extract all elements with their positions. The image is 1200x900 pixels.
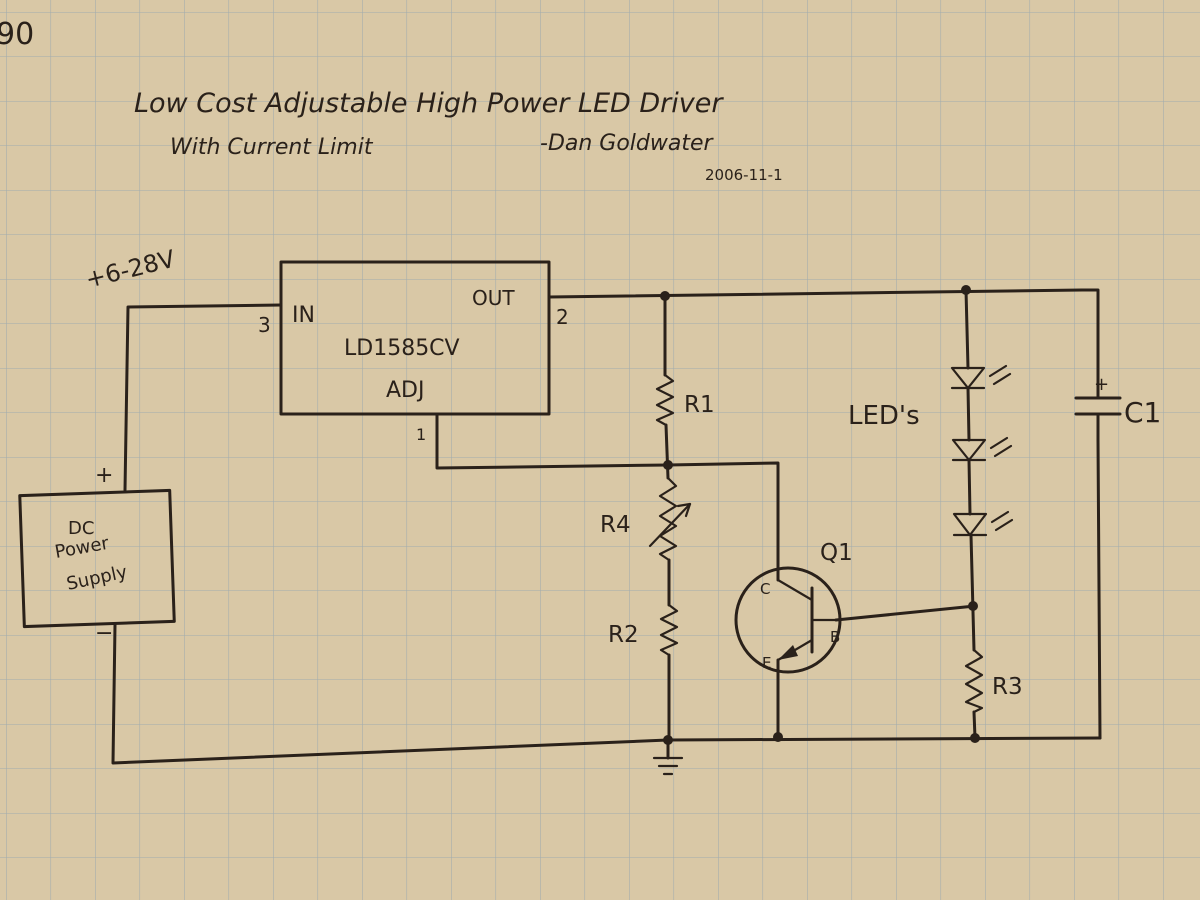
r1-label: R1 <box>684 392 715 418</box>
junction-dot <box>968 601 978 611</box>
wire-supply-negative <box>111 623 670 765</box>
junction-dot <box>961 285 971 295</box>
wire-cap-branch <box>1080 288 1100 377</box>
led-1 <box>950 364 1012 390</box>
leds-label: LED's <box>848 401 920 431</box>
wire-ground-rail <box>666 736 1102 742</box>
wire-led3-r3 <box>969 533 976 652</box>
regulator-in-pin-number: 3 <box>258 313 271 337</box>
regulator-out-pin-number: 2 <box>556 305 569 329</box>
resistor-r1 <box>655 373 675 427</box>
wire-r1-bottom <box>664 423 670 480</box>
junction-dot <box>773 732 783 742</box>
c1-label: C1 <box>1124 396 1161 429</box>
supply-box-line1: DC <box>68 518 94 539</box>
wire-supply-positive <box>123 303 283 492</box>
date-label: 2006-11-1 <box>705 166 783 184</box>
regulator-adj-label: ADJ <box>386 378 424 403</box>
r3-label: R3 <box>992 674 1023 700</box>
base-label: B <box>830 628 840 646</box>
collector-label: C <box>760 580 770 598</box>
supply-minus-label: − <box>95 621 113 646</box>
regulator-in-label: IN <box>292 303 315 328</box>
diagram-title: Low Cost Adjustable High Power LED Drive… <box>134 88 724 119</box>
regulator-part-number: LD1585CV <box>344 336 460 361</box>
wire-base <box>834 604 977 622</box>
corner-mark: 90 <box>0 17 34 52</box>
r2-label: R2 <box>608 622 639 648</box>
resistor-r2 <box>659 603 679 657</box>
transistor-q1 <box>734 566 842 674</box>
wire-adj <box>435 412 670 470</box>
supply-plus-label: + <box>95 463 113 488</box>
junction-dot <box>660 291 670 301</box>
wire-output-rail <box>547 288 1084 299</box>
diagram-subtitle: With Current Limit <box>170 135 374 160</box>
regulator-box <box>279 260 551 416</box>
emitter-label: E <box>762 654 771 672</box>
capacitor-c1 <box>1074 373 1122 442</box>
wire-led1-led2 <box>966 386 971 442</box>
led-2 <box>951 436 1013 462</box>
regulator-out-label: OUT <box>472 286 515 310</box>
regulator-adj-pin-number: 1 <box>416 425 426 444</box>
led-3 <box>952 510 1014 537</box>
power-supply-box <box>18 488 176 629</box>
junction-dot <box>663 460 673 470</box>
wire-cap-ground <box>1096 438 1102 740</box>
q1-label: Q1 <box>820 540 853 566</box>
resistor-r3 <box>964 648 984 714</box>
author-label: -Dan Goldwater <box>540 131 715 156</box>
r4-label: R4 <box>600 512 631 538</box>
wire-collector <box>666 461 780 582</box>
wire-led2-led3 <box>967 458 972 516</box>
wire-led-top <box>964 288 970 370</box>
c1-plus-label: + <box>1094 374 1109 395</box>
junction-dot <box>663 735 673 745</box>
junction-dot <box>970 733 980 743</box>
resistor-r4-variable <box>648 476 692 562</box>
